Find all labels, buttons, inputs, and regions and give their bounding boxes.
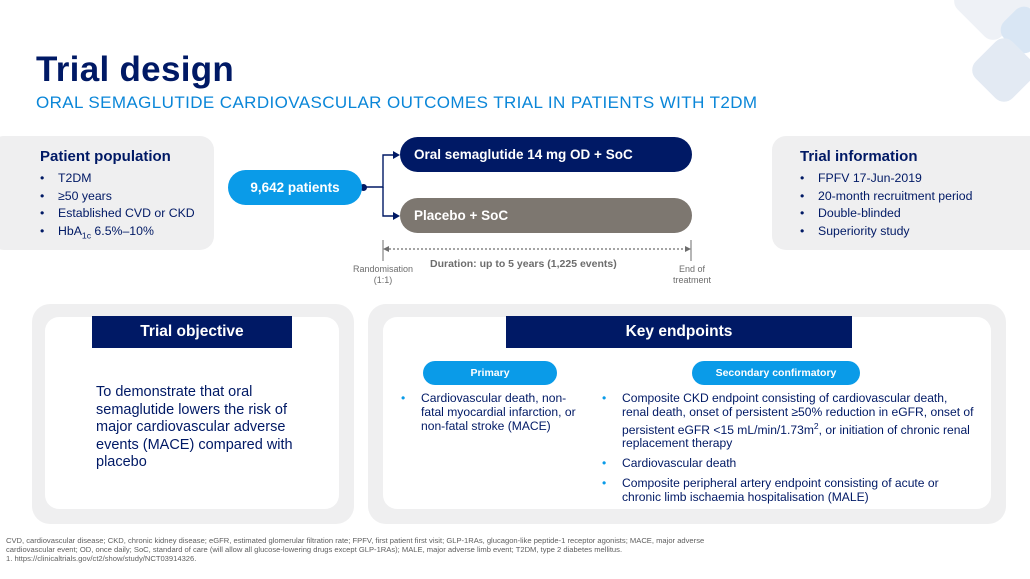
- list-item: T2DM: [40, 170, 214, 188]
- list-item: 20-month recruitment period: [800, 188, 1030, 206]
- trial-objective-inner: [45, 317, 339, 509]
- patient-population-title: Patient population: [40, 148, 171, 165]
- list-item: HbA1c 6.5%–10%: [40, 223, 214, 245]
- secondary-endpoint-item: Composite CKD endpoint consisting of car…: [602, 391, 974, 451]
- placebo-arm-pill: Placebo + SoC: [400, 198, 692, 233]
- secondary-label-pill: Secondary confirmatory: [692, 361, 860, 385]
- arrowhead-icon: [393, 212, 400, 220]
- list-item: Established CVD or CKD: [40, 205, 214, 223]
- timeline: [382, 240, 692, 261]
- page-title: Trial design: [36, 50, 235, 89]
- primary-endpoint-item: Cardiovascular death, non-fatal myocardi…: [401, 391, 589, 433]
- branch-connector: [363, 154, 395, 217]
- end-of-treatment-label: End of treatment: [660, 264, 724, 286]
- patient-population-card: Patient population T2DM ≥50 years Establ…: [0, 136, 214, 250]
- end-line: treatment: [672, 275, 712, 285]
- key-endpoints-title: Key endpoints: [506, 316, 852, 348]
- end-line: End of: [678, 264, 706, 274]
- trial-information-list: FPFV 17-Jun-2019 20-month recruitment pe…: [800, 170, 1030, 240]
- list-item: ≥50 years: [40, 188, 214, 206]
- hba1c-subscript: 1c: [81, 229, 92, 240]
- page-subtitle: ORAL SEMAGLUTIDE CARDIOVASCULAR OUTCOMES…: [36, 93, 758, 112]
- secondary-endpoint-item: Cardiovascular death: [602, 456, 974, 471]
- ckd-endpoint-text: Composite CKD endpoint consisting of car…: [622, 391, 974, 437]
- trial-information-title: Trial information: [800, 148, 918, 165]
- footnote: CVD, cardiovascular disease; CKD, chroni…: [6, 536, 846, 564]
- randomisation-ratio: (1:1): [373, 275, 393, 285]
- randomisation-line: Randomisation: [352, 264, 414, 274]
- footnote-line: cardiovascular event; OD, once daily; So…: [6, 545, 623, 555]
- list-item: FPFV 17-Jun-2019: [800, 170, 1030, 188]
- hba1c-range: 6.5%–10%: [91, 223, 154, 238]
- ckd-endpoint-text-end: , or initiation of chronic renal replace…: [622, 422, 970, 451]
- footnote-reference: 1. https://clinicaltrials.gov/ct2/show/s…: [6, 554, 197, 564]
- primary-label-pill: Primary: [423, 361, 557, 385]
- list-item: Double-blinded: [800, 205, 1030, 223]
- ckd-endpoint-superscript: 2: [813, 420, 819, 431]
- secondary-endpoint-list: Composite CKD endpoint consisting of car…: [602, 391, 974, 511]
- trial-information-card: Trial information FPFV 17-Jun-2019 20-mo…: [772, 136, 1030, 250]
- branch-node: [360, 184, 367, 191]
- randomisation-label: Randomisation (1:1): [341, 264, 425, 286]
- primary-endpoint-list: Cardiovascular death, non-fatal myocardi…: [401, 391, 589, 439]
- list-item: Superiority study: [800, 223, 1030, 241]
- secondary-endpoint-item: Composite peripheral artery endpoint con…: [602, 476, 974, 505]
- trial-objective-text: To demonstrate that oral semaglutide low…: [96, 384, 293, 470]
- footnote-line: CVD, cardiovascular disease; CKD, chroni…: [6, 536, 705, 545]
- duration-label: Duration: up to 5 years (1,225 events): [430, 258, 617, 270]
- patients-count-pill: 9,642 patients: [228, 170, 362, 205]
- arrowhead-icon: [393, 151, 400, 159]
- patient-population-list: T2DM ≥50 years Established CVD or CKD Hb…: [40, 170, 214, 244]
- hba1c-prefix: HbA: [58, 223, 82, 238]
- trial-objective-title: Trial objective: [92, 316, 292, 348]
- active-arm-pill: Oral semaglutide 14 mg OD + SoC: [400, 137, 692, 172]
